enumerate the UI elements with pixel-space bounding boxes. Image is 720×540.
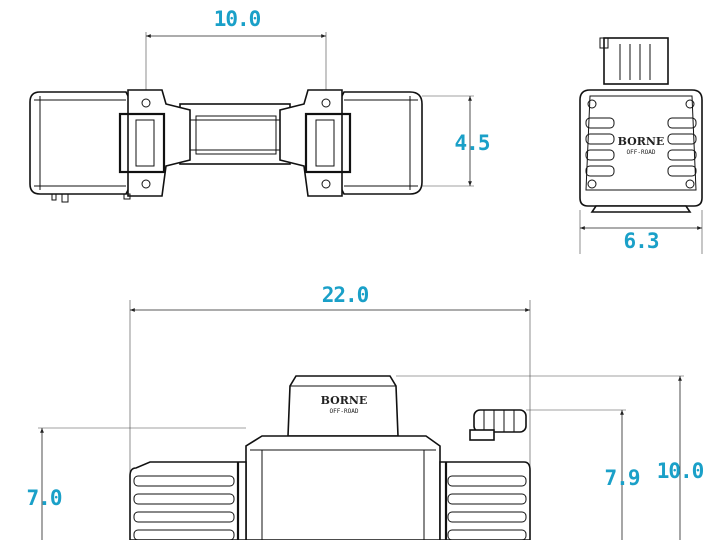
front-view-logo-sub: OFF-ROAD: [330, 408, 359, 415]
dim-front-length-label: 22.0: [322, 283, 369, 307]
front-view-logo-brand: BORNE: [321, 394, 368, 407]
end-view-logo-brand: BORNE: [618, 135, 665, 148]
dim-front-height-left-label: 7.0: [27, 486, 62, 510]
end-view-logo-sub: OFF-ROAD: [627, 149, 656, 156]
dim-front-height-right-label: 10.0: [657, 459, 704, 483]
dim-top-height-label: 4.5: [455, 131, 490, 155]
dim-front-height-mid-label: 7.9: [605, 466, 640, 490]
end-view: BORNE OFF-ROAD 6.3: [579, 37, 703, 254]
top-view: 10.0 4.5: [29, 7, 491, 203]
dim-top-width-label: 10.0: [214, 7, 261, 31]
dim-end-width-label: 6.3: [624, 229, 659, 253]
front-view: 22.0 BORNE OFF-ROAD 7.: [27, 283, 705, 540]
